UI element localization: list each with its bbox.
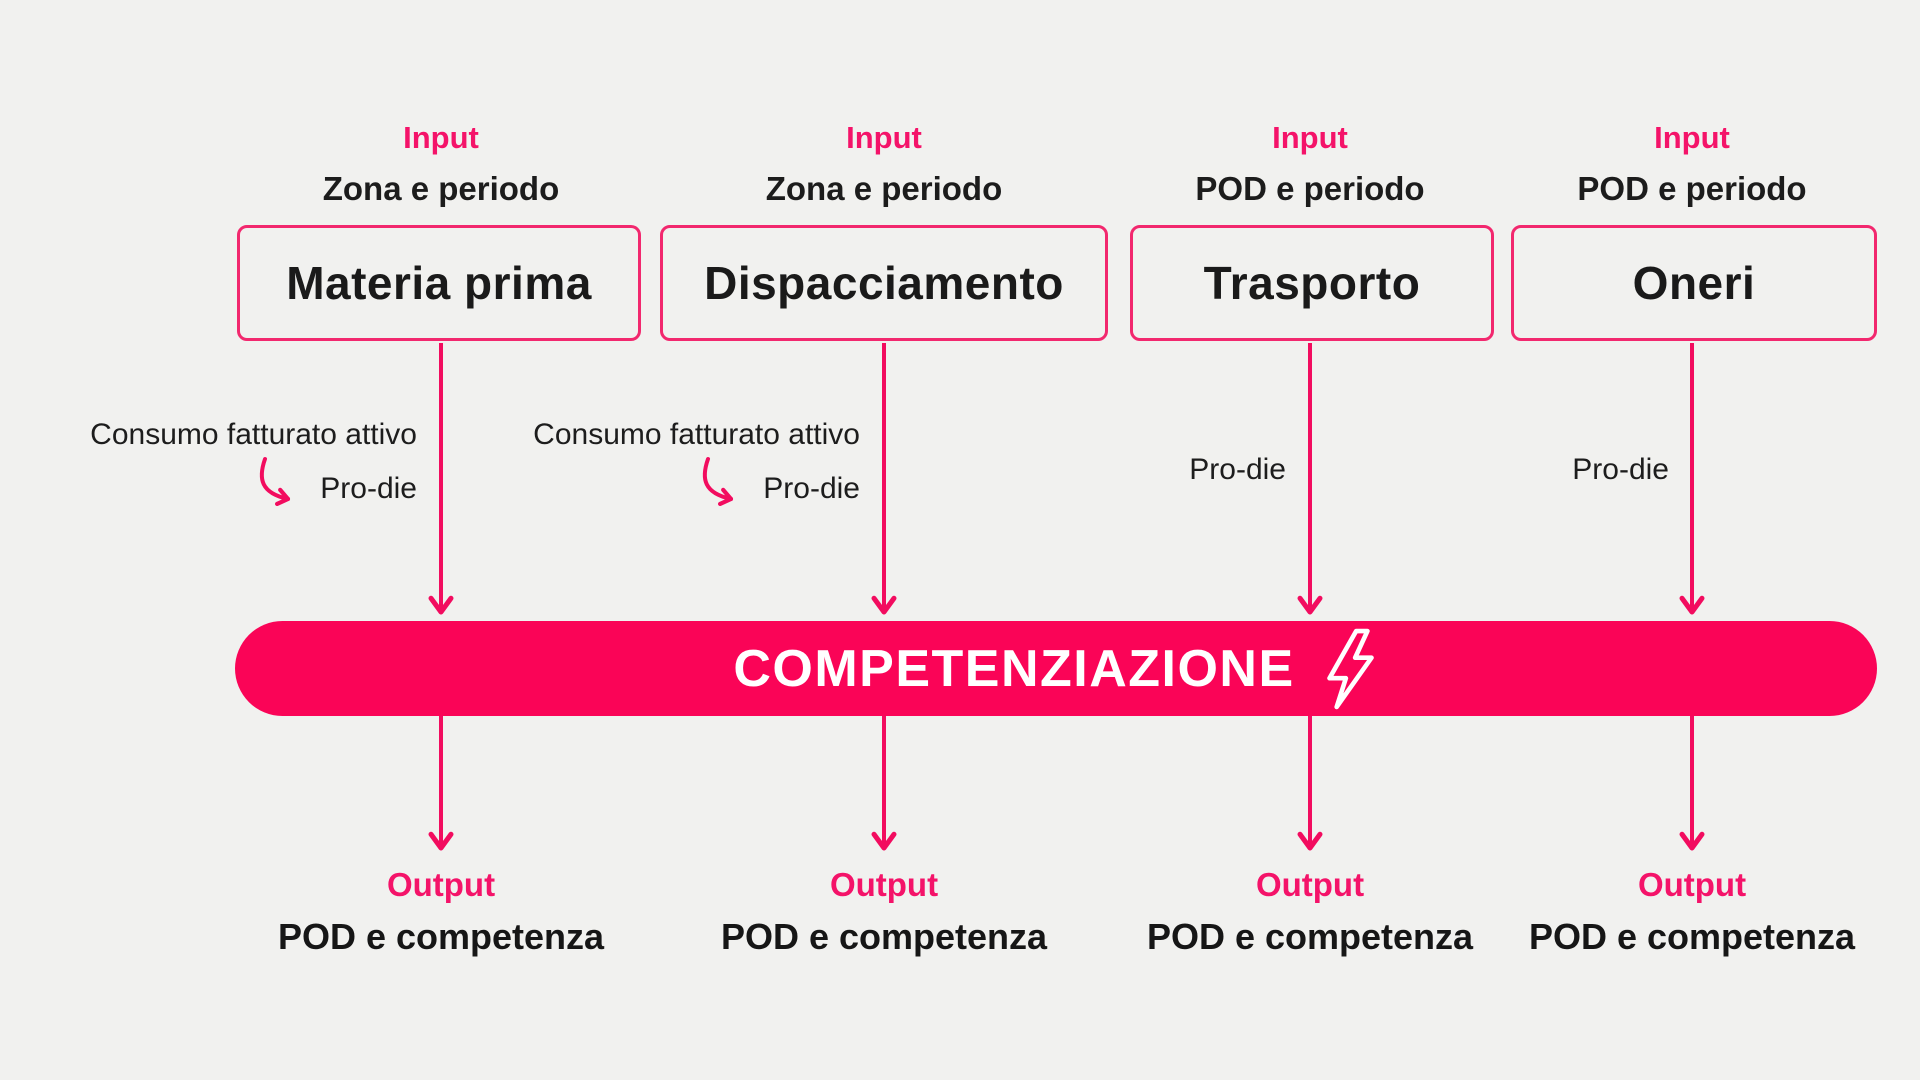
process-box-materia-prima: Materia prima — [237, 225, 641, 341]
competenziazione-banner: COMPETENZIAZIONE — [235, 621, 1877, 716]
note-label: Consumo fatturato attivo — [90, 418, 417, 451]
input-detail: Zona e periodo — [322, 170, 560, 207]
note-block-dispacciamento: Consumo fatturato attivo Pro-die — [533, 417, 860, 517]
output-block-dispacciamento: Output POD e competenza — [654, 866, 1114, 958]
box-label: Oneri — [1632, 257, 1756, 309]
banner-label: COMPETENZIAZIONE — [733, 639, 1295, 698]
box-label: Dispacciamento — [704, 257, 1064, 309]
output-detail: POD e competenza — [277, 916, 605, 957]
output-label: Output — [829, 866, 939, 903]
output-label: Output — [1255, 866, 1365, 903]
pro-die-label: Pro-die — [763, 472, 860, 505]
pro-die-label: Pro-die — [320, 472, 417, 505]
output-label: Output — [386, 866, 496, 903]
output-detail: POD e competenza — [1528, 916, 1856, 957]
output-detail: POD e competenza — [1146, 916, 1474, 957]
input-label: Input — [1272, 120, 1348, 155]
process-box-oneri: Oneri — [1511, 225, 1877, 341]
column-header-oneri: Input POD e periodo — [1462, 120, 1920, 209]
input-label: Input — [846, 120, 922, 155]
column-header-trasporto: Input POD e periodo — [1080, 120, 1540, 209]
note-block-materia-prima: Consumo fatturato attivo Pro-die — [90, 417, 417, 517]
output-block-materia-prima: Output POD e competenza — [211, 866, 671, 958]
output-detail: POD e competenza — [720, 916, 1048, 957]
process-box-dispacciamento: Dispacciamento — [660, 225, 1108, 341]
box-label: Trasporto — [1203, 257, 1421, 309]
output-label: Output — [1637, 866, 1747, 903]
pro-die-label: Pro-die — [1189, 453, 1286, 486]
input-detail: POD e periodo — [1577, 170, 1807, 207]
lightning-icon — [1326, 628, 1374, 709]
column-header-dispacciamento: Input Zona e periodo — [654, 120, 1114, 209]
note-label: Consumo fatturato attivo — [533, 418, 860, 451]
note-block-oneri: Pro-die — [1572, 452, 1669, 488]
input-label: Input — [1654, 120, 1730, 155]
input-detail: Zona e periodo — [765, 170, 1003, 207]
output-block-oneri: Output POD e competenza — [1462, 866, 1920, 958]
curved-arrow-icon — [703, 457, 734, 507]
output-block-trasporto: Output POD e competenza — [1080, 866, 1540, 958]
process-box-trasporto: Trasporto — [1130, 225, 1494, 341]
input-label: Input — [403, 120, 479, 155]
curved-arrow-icon — [260, 457, 291, 507]
pro-die-label: Pro-die — [1572, 453, 1669, 486]
box-label: Materia prima — [286, 257, 592, 309]
column-header-materia-prima: Input Zona e periodo — [211, 120, 671, 209]
input-detail: POD e periodo — [1195, 170, 1425, 207]
note-block-trasporto: Pro-die — [1189, 452, 1286, 488]
